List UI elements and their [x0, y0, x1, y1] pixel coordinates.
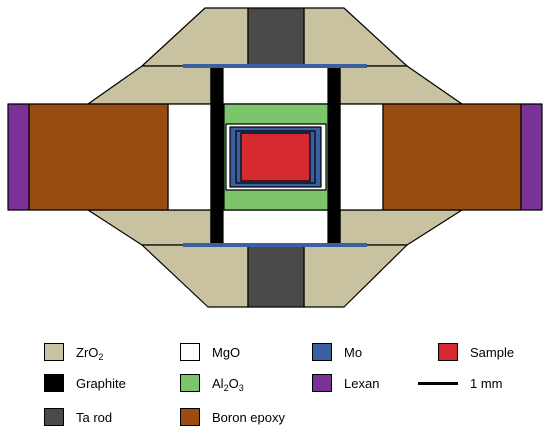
- legend-label-zro2: ZrO2: [76, 344, 104, 362]
- graphite-left: [210, 65, 224, 246]
- zro2-top-right-lower: [339, 65, 463, 105]
- boron-epoxy-left: [28, 103, 169, 211]
- legend-label-graphite: Graphite: [76, 375, 126, 391]
- swatch-sample: [438, 343, 458, 361]
- ta-rod-top: [247, 7, 305, 67]
- legend-label-sample: Sample: [470, 344, 515, 360]
- swatch-zro2: [44, 343, 64, 361]
- swatch-ta-rod: [44, 408, 64, 426]
- mgo-right: [339, 103, 384, 211]
- legend-item-scale: 1 mm: [418, 373, 503, 393]
- mgo-top: [210, 65, 341, 105]
- legend-item-sample: Sample: [438, 342, 514, 362]
- boron-epoxy-right: [382, 103, 522, 211]
- ta-rod-bottom: [247, 244, 305, 308]
- legend-item-mgo: MgO: [180, 342, 240, 362]
- legend-item-boron-epoxy: Boron epoxy: [180, 407, 285, 427]
- sample: [240, 132, 311, 182]
- zro2-top-right: [303, 7, 408, 67]
- scale-bar-label: 1 mm: [470, 375, 503, 391]
- legend-label-boron-epoxy: Boron epoxy: [212, 409, 285, 425]
- zro2-bottom-right: [339, 209, 463, 246]
- legend-item-lexan: Lexan: [312, 373, 379, 393]
- mo-plate-top: [183, 64, 367, 68]
- legend-label-lexan: Lexan: [344, 375, 380, 391]
- legend-item-al2o3: Al2O3: [180, 373, 244, 393]
- legend-label-mo: Mo: [344, 344, 363, 360]
- legend-item-zro2: ZrO2: [44, 342, 103, 362]
- swatch-mgo: [180, 343, 200, 361]
- graphite-right: [327, 65, 341, 246]
- zro2-top-left: [141, 7, 249, 67]
- legend-label-ta-rod: Ta rod: [76, 409, 113, 425]
- cell-assembly-diagram: [7, 7, 543, 308]
- swatch-graphite: [44, 374, 64, 392]
- lexan-right: [520, 103, 543, 211]
- zro2-top-left-lower: [87, 65, 212, 105]
- zro2-bottom-left-lower: [141, 244, 249, 308]
- zro2-bottom-left: [87, 209, 212, 246]
- legend-item-mo: Mo: [312, 342, 362, 362]
- scale-bar: [418, 381, 458, 385]
- swatch-boron-epoxy: [180, 408, 200, 426]
- legend-item-ta-rod: Ta rod: [44, 407, 112, 427]
- legend-item-graphite: Graphite: [44, 373, 126, 393]
- mgo-left: [167, 103, 212, 211]
- legend: ZrO2 MgO Mo Sample Graphite Al2O3 Lexan …: [0, 330, 550, 439]
- legend-label-mgo: MgO: [212, 344, 241, 360]
- mgo-bottom: [210, 209, 341, 246]
- legend-label-al2o3: Al2O3: [212, 375, 244, 393]
- swatch-al2o3: [180, 374, 200, 392]
- zro2-bottom-right-lower: [303, 244, 408, 308]
- swatch-mo: [312, 343, 332, 361]
- swatch-lexan: [312, 374, 332, 392]
- mo-plate-bottom: [183, 243, 367, 247]
- lexan-left: [7, 103, 30, 211]
